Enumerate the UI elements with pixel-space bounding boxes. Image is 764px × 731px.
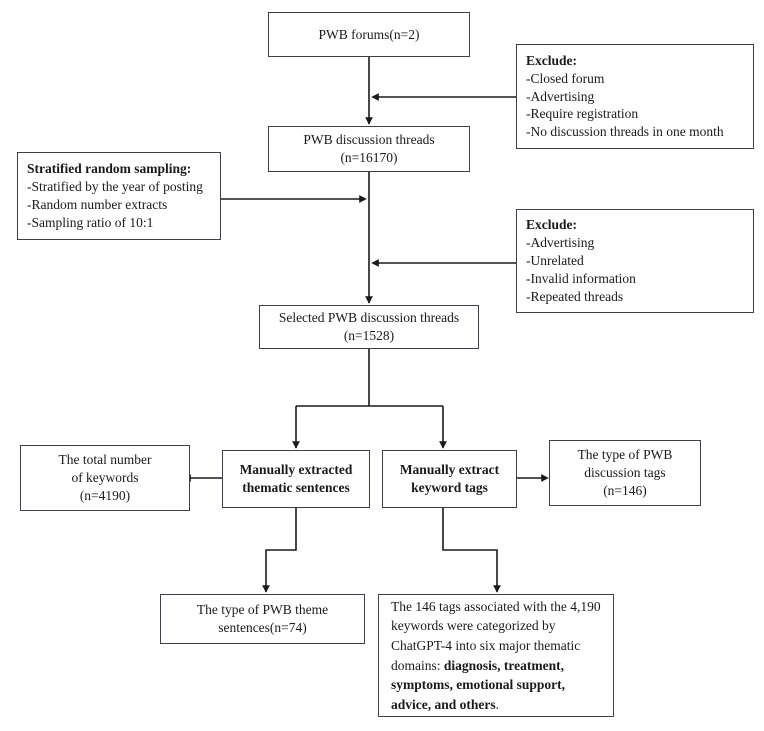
- node-pwb-forums-line-1: PWB forums(n=2): [318, 26, 420, 42]
- thematic-sentences-line-1: Manually extracted: [239, 462, 353, 478]
- node-chatgpt-thematic-domains[interactable]: The 146 tags associated with the 4,190 k…: [378, 594, 614, 717]
- sampling-heading: Stratified random sampling:: [27, 161, 192, 177]
- node-stratified-random-sampling[interactable]: Stratified random sampling: -Stratified …: [17, 152, 221, 240]
- node-pwb-discussion-threads[interactable]: PWB discussion threads (n=16170): [268, 126, 470, 172]
- exclude-one-item-4: -No discussion threads in one month: [526, 124, 724, 140]
- node-selected-pwb-threads[interactable]: Selected PWB discussion threads (n=1528): [259, 305, 479, 349]
- node-manually-extract-keyword-tags[interactable]: Manually extract keyword tags: [382, 450, 517, 508]
- exclude-two-item-4: -Repeated threads: [526, 288, 624, 304]
- exclude-one-item-2: -Advertising: [526, 88, 595, 104]
- chatgpt-summary-plain-2: .: [495, 696, 499, 712]
- theme-sentences-line-1: The type of PWB theme: [196, 602, 329, 618]
- total-keywords-line-2: of keywords: [71, 470, 139, 486]
- total-keywords-line-3: (n=4190): [79, 487, 131, 503]
- node-exclude-criteria-two[interactable]: Exclude: -Advertising -Unrelated -Invali…: [516, 209, 754, 313]
- sampling-item-2: -Random number extracts: [27, 197, 168, 212]
- sampling-item-1: -Stratified by the year of posting: [27, 179, 203, 195]
- chatgpt-summary-domains: diagnosis, treatment, symptoms, emotiona…: [391, 657, 566, 712]
- node-pwb-threads-line-2: (n=16170): [340, 150, 398, 165]
- exclude-two-item-1: -Advertising: [526, 235, 595, 251]
- node-selected-threads-line-1: Selected PWB discussion threads: [278, 310, 460, 326]
- sampling-item-3: -Sampling ratio of 10:1: [27, 214, 154, 230]
- keyword-tags-line-2: keyword tags: [411, 480, 488, 495]
- node-total-number-of-keywords[interactable]: The total number of keywords (n=4190): [20, 445, 190, 511]
- keyword-tags-line-1: Manually extract: [399, 462, 500, 478]
- exclude-two-heading: Exclude:: [526, 217, 578, 233]
- total-keywords-line-1: The total number: [58, 452, 152, 468]
- theme-sentences-line-2: sentences(n=74): [218, 620, 307, 635]
- exclude-two-item-3: -Invalid information: [526, 270, 636, 286]
- node-manually-extracted-thematic-sentences[interactable]: Manually extracted thematic sentences: [222, 450, 370, 508]
- node-type-of-pwb-discussion-tags[interactable]: The type of PWB discussion tags (n=146): [549, 440, 701, 506]
- thematic-sentences-line-2: thematic sentences: [242, 480, 350, 495]
- discussion-tags-line-2: discussion tags: [584, 465, 666, 481]
- discussion-tags-line-1: The type of PWB: [577, 447, 673, 463]
- exclude-one-item-3: -Require registration: [526, 106, 639, 122]
- edge-thematic-to-theme: [262, 508, 297, 593]
- node-exclude-criteria-one[interactable]: Exclude: -Closed forum -Advertising -Req…: [516, 44, 754, 149]
- exclude-one-heading: Exclude:: [526, 52, 578, 68]
- node-type-of-pwb-theme-sentences[interactable]: The type of PWB theme sentences(n=74): [160, 594, 365, 644]
- chatgpt-summary-text: The 146 tags associated with the 4,190 k…: [391, 597, 601, 714]
- discussion-tags-line-3: (n=146): [603, 482, 647, 498]
- exclude-one-item-1: -Closed forum: [526, 70, 605, 86]
- chatgpt-summary-plain-1: The 146 tags associated with the 4,190 k…: [391, 598, 601, 673]
- node-pwb-forums[interactable]: PWB forums(n=2): [268, 12, 470, 57]
- node-selected-threads-line-2: (n=1528): [343, 328, 395, 343]
- node-pwb-threads-line-1: PWB discussion threads: [303, 132, 435, 148]
- exclude-two-item-2: -Unrelated: [526, 253, 584, 269]
- edge-keyword-to-chatgpt: [442, 508, 501, 593]
